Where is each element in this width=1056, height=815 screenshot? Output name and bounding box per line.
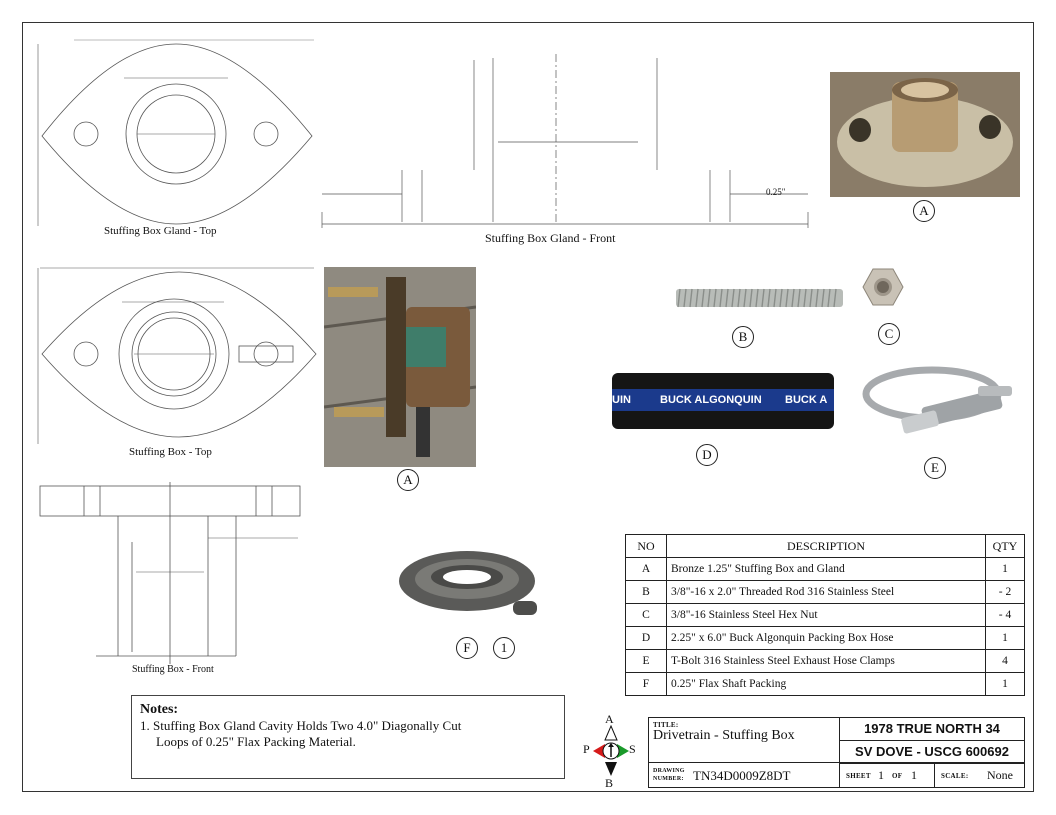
bom-row: D 2.25" x 6.0" Buck Algonquin Packing Bo… xyxy=(625,626,1025,650)
compass-left-label: P xyxy=(583,742,590,756)
bom-qty: - 2 xyxy=(985,580,1025,604)
bom-header-qty: QTY xyxy=(985,534,1025,558)
gland-front-dimension-label: 0.25" xyxy=(766,187,786,197)
bom-no: D xyxy=(625,626,667,650)
flax-packing-photo xyxy=(399,551,537,615)
stuffing-box-photo xyxy=(324,267,476,467)
scale-cell: SCALE: None xyxy=(934,762,1025,788)
bom-no: A xyxy=(625,557,667,581)
hex-nut-photo xyxy=(862,268,904,306)
threaded-rod-photo xyxy=(676,288,843,308)
bom-no: E xyxy=(625,649,667,673)
box-front-caption: Stuffing Box - Front xyxy=(132,664,214,675)
bom-description: T-Bolt 316 Stainless Steel Exhaust Hose … xyxy=(666,649,986,673)
hose-clamp-photo xyxy=(862,366,1012,434)
bom-row: A Bronze 1.25" Stuffing Box and Gland 1 xyxy=(625,557,1025,581)
bom-header-row: NO DESCRIPTION QTY xyxy=(625,534,1025,558)
bom-description: 3/8"-16 Stainless Steel Hex Nut xyxy=(666,603,986,627)
bom-description: 2.25" x 6.0" Buck Algonquin Packing Box … xyxy=(666,626,986,650)
bom-qty: 1 xyxy=(985,557,1025,581)
callout-d: D xyxy=(696,444,718,466)
notes-line-2: Loops of 0.25" Flax Packing Material. xyxy=(156,734,356,749)
box-front-drawing xyxy=(39,482,301,664)
bom-row: C 3/8"-16 Stainless Steel Hex Nut - 4 xyxy=(625,603,1025,627)
callout-b: B xyxy=(732,326,754,348)
bom-no: F xyxy=(625,672,667,696)
hose-label: BUCK ALGONQUIN xyxy=(660,394,762,406)
bill-of-materials-table: NO DESCRIPTION QTY A Bronze 1.25" Stuffi… xyxy=(625,534,1025,696)
gland-photo xyxy=(830,72,1020,197)
gland-front-drawing xyxy=(321,54,809,228)
bom-qty: - 4 xyxy=(985,603,1025,627)
bom-qty: 1 xyxy=(985,672,1025,696)
callout-a-gland: A xyxy=(913,200,935,222)
compass-rose: A B P S xyxy=(583,712,639,790)
callout-e: E xyxy=(924,457,946,479)
compass-right-label: S xyxy=(629,742,636,756)
compass-arrows-icon xyxy=(593,724,629,776)
gland-top-caption: Stuffing Box Gland - Top xyxy=(104,225,217,237)
drawing-number-label-1: DRAWING xyxy=(653,768,685,774)
bom-qty: 1 xyxy=(985,626,1025,650)
gland-front-caption: Stuffing Box Gland - Front xyxy=(485,231,616,245)
hose-photo: UIN BUCK ALGONQUIN BUCK A xyxy=(612,373,834,429)
scale-value: None xyxy=(987,768,1013,782)
drawing-number: TN34D0009Z8DT xyxy=(693,768,791,783)
callout-1: 1 xyxy=(493,637,515,659)
bom-description: Bronze 1.25" Stuffing Box and Gland xyxy=(666,557,986,581)
callout-c: C xyxy=(878,323,900,345)
notes-line-1: 1. Stuffing Box Gland Cavity Holds Two 4… xyxy=(140,718,462,733)
box-top-caption: Stuffing Box - Top xyxy=(129,446,212,458)
drawing-sheet-border xyxy=(22,22,1034,792)
bom-no: C xyxy=(625,603,667,627)
bom-description: 0.25" Flax Shaft Packing xyxy=(666,672,986,696)
bom-no: B xyxy=(625,580,667,604)
sheet-total: 1 xyxy=(911,768,917,782)
notes-heading: Notes: xyxy=(140,702,179,717)
gland-top-drawing xyxy=(37,39,314,226)
compass-bottom-label: B xyxy=(605,776,614,790)
drawing-number-cell: DRAWING NUMBER: TN34D0009Z8DT xyxy=(648,762,840,788)
drawing-title: Drivetrain - Stuffing Box xyxy=(653,728,795,743)
hose-label-left: UIN xyxy=(612,394,631,406)
drawing-number-label-2: NUMBER: xyxy=(653,776,684,782)
title-cell: TITLE: Drivetrain - Stuffing Box xyxy=(648,717,840,763)
bom-header-no: NO xyxy=(625,534,667,558)
bom-row: B 3/8"-16 x 2.0" Threaded Rod 316 Stainl… xyxy=(625,580,1025,604)
vessel-name-cell: SV DOVE - USCG 600692 xyxy=(839,740,1025,764)
scale-label: SCALE: xyxy=(941,772,969,780)
hose-label-right: BUCK A xyxy=(785,394,828,406)
box-top-drawing xyxy=(37,267,317,444)
sheet-of-label: OF xyxy=(892,772,903,780)
bom-qty: 4 xyxy=(985,649,1025,673)
sheet-cell: SHEET 1 OF 1 xyxy=(839,762,935,788)
bom-row: E T-Bolt 316 Stainless Steel Exhaust Hos… xyxy=(625,649,1025,673)
callout-f: F xyxy=(456,637,478,659)
compass-top-label: A xyxy=(605,712,614,726)
hose-band: UIN BUCK ALGONQUIN BUCK A xyxy=(612,389,834,411)
boat-name-cell: 1978 TRUE NORTH 34 xyxy=(839,717,1025,741)
sheet-number: 1 xyxy=(878,768,884,782)
sheet-label: SHEET xyxy=(846,772,871,780)
notes-box: Notes: 1. Stuffing Box Gland Cavity Hold… xyxy=(131,695,565,779)
bom-header-description: DESCRIPTION xyxy=(666,534,986,558)
bom-row: F 0.25" Flax Shaft Packing 1 xyxy=(625,672,1025,696)
callout-a-box: A xyxy=(397,469,419,491)
bom-description: 3/8"-16 x 2.0" Threaded Rod 316 Stainles… xyxy=(666,580,986,604)
title-label: TITLE: xyxy=(653,721,679,729)
